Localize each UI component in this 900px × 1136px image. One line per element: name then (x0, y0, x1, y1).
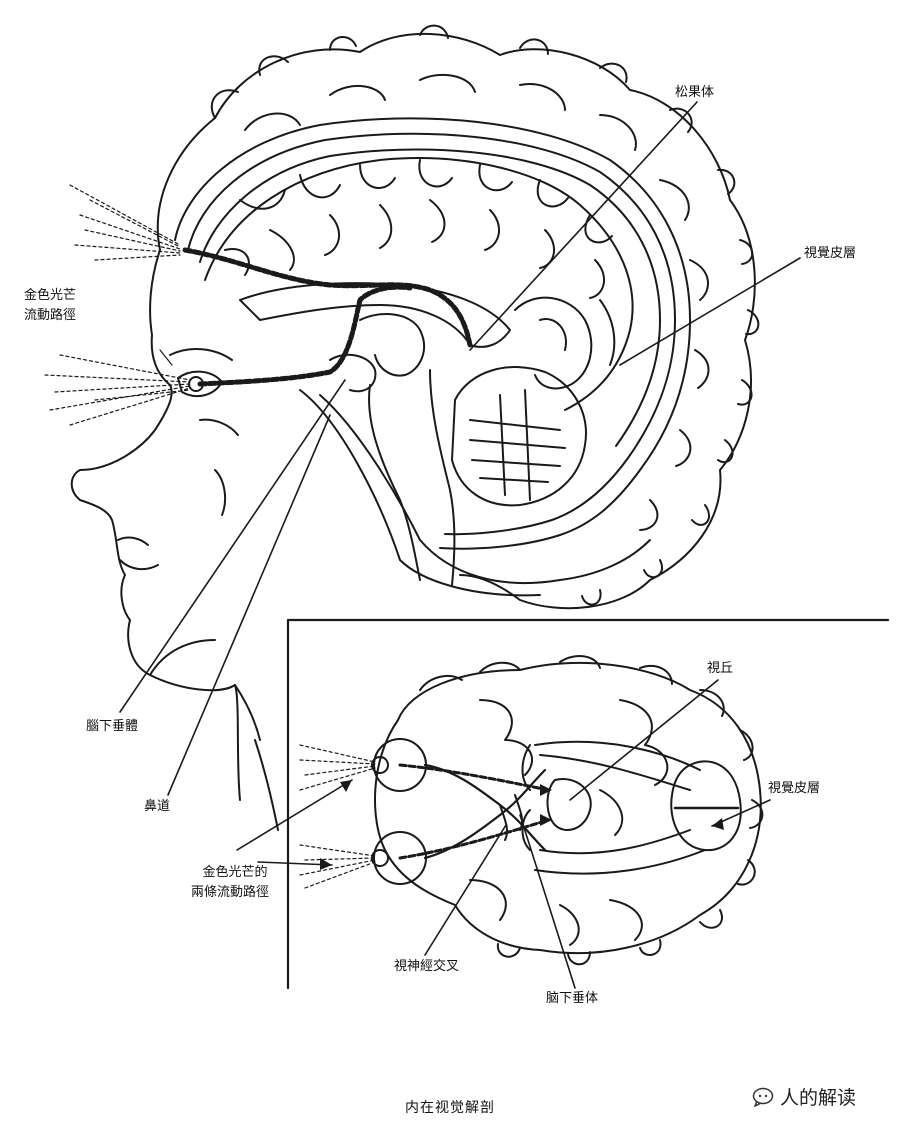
label-pituitary-top: 腦下垂體 (86, 719, 139, 734)
watermark: 人的解读 (752, 1083, 856, 1110)
label-optic-chiasm: 視神經交叉 (394, 959, 460, 974)
chat-bubble-icon (752, 1087, 774, 1107)
inset-frame (286, 618, 890, 990)
golden-path-upper (182, 247, 473, 348)
label-visual-cortex-top: 視覺皮層 (804, 246, 857, 261)
label-two-paths-line2: 兩條流動路徑 (190, 885, 269, 900)
label-pituitary-inset: 脑下垂体 (546, 991, 599, 1006)
cerebellum (451, 366, 587, 507)
label-two-paths-line1: 金色光芒的 (202, 865, 268, 880)
label-golden-path-line1: 金色光芒 (24, 288, 77, 303)
label-nasal: 鼻道 (144, 799, 171, 814)
watermark-text: 人的解读 (780, 1087, 857, 1109)
inset-occipital (670, 760, 742, 852)
golden-path-lower (197, 284, 413, 387)
inset-brain-outline (374, 662, 762, 955)
label-pineal: 松果体 (675, 85, 715, 100)
hair-outline (156, 32, 756, 610)
brainstem (368, 369, 456, 586)
skull-outer (174, 117, 691, 550)
brain-cortex (204, 157, 634, 411)
figure-caption: 内在视觉解剖 (405, 1100, 495, 1116)
label-thalamus: 視丘 (707, 661, 734, 676)
label-visual-cortex-inset: 視覺皮層 (768, 781, 821, 796)
label-golden-path-line2: 流動路徑 (24, 308, 77, 323)
